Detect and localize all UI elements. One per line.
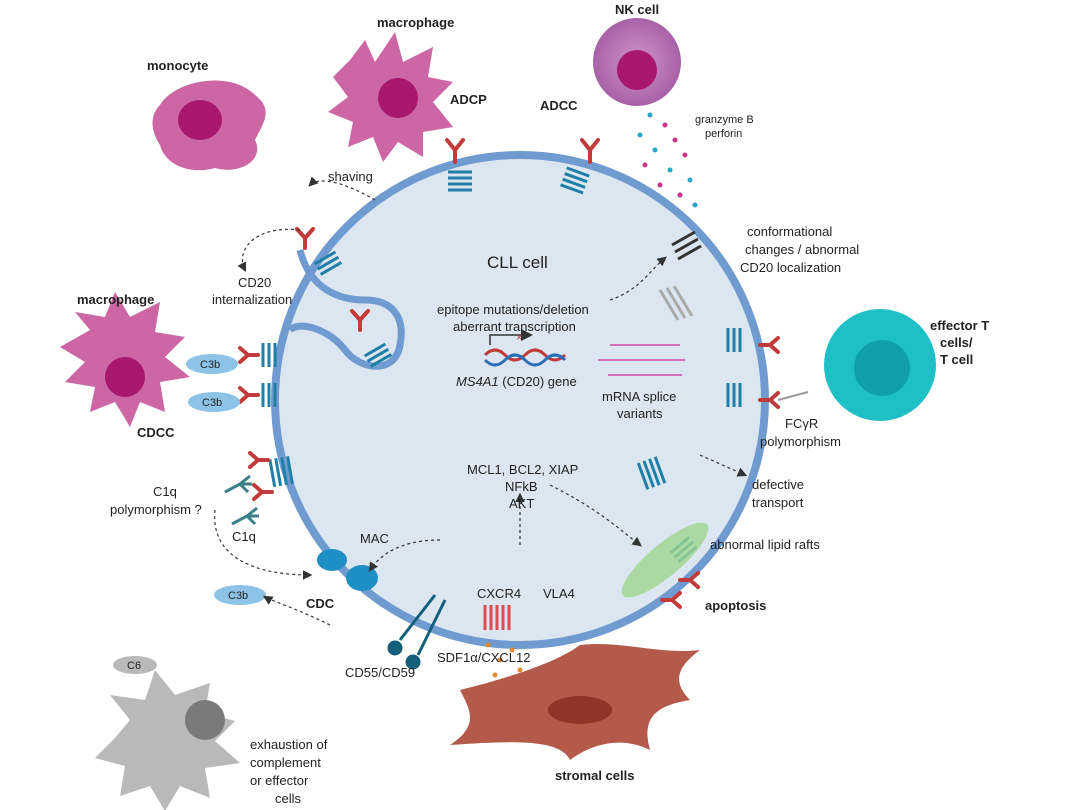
c3b-label-2: C3b — [202, 397, 222, 409]
effector-line-2: cells/ — [940, 335, 973, 350]
lipid-raft — [621, 522, 709, 598]
cd55-cd59-label: CD55/CD59 — [345, 665, 415, 680]
cd55-cd59 — [387, 594, 447, 670]
defective-line-2: transport — [752, 495, 804, 510]
c3b-blob-1 — [186, 354, 238, 374]
cxcr4-receptor — [483, 605, 511, 630]
macrophage-top-label: macrophage — [377, 15, 454, 30]
exhaustion-line-3: or effector — [250, 773, 309, 788]
c1q-poly-line-1: C1q — [153, 484, 177, 499]
survival-line-2: NFkB — [505, 479, 538, 494]
cxcr4-label: CXCR4 — [477, 586, 521, 601]
internalization-invagination — [287, 249, 405, 370]
internalization-line-2: internalization — [212, 292, 292, 307]
defective-line-1: defective — [752, 477, 804, 492]
c6-label: C6 — [127, 660, 141, 672]
conformational-line-2: changes / abnormal — [745, 242, 859, 257]
effector-line-3: T cell — [940, 352, 973, 367]
macrophage-left-label: macrophage — [77, 292, 154, 307]
internalization-line-1: CD20 — [238, 275, 271, 290]
gene-name: MS4A1 — [456, 374, 499, 389]
c3b-blob-2 — [188, 392, 240, 412]
cll-cell-title: CLL cell — [487, 253, 548, 272]
ms4a1-gene-dna: × — [483, 329, 567, 367]
mutation-line-2: aberrant transcription — [453, 319, 576, 334]
macrophage-left-nucleus — [105, 357, 145, 397]
stromal-label: stromal cells — [555, 768, 635, 783]
grey-receptors — [658, 285, 694, 321]
shaving-label: shaving — [328, 169, 373, 184]
svg-text:×: × — [516, 332, 522, 344]
exhaustion-line-4: cells — [275, 791, 302, 806]
t-cell-nucleus — [854, 340, 910, 396]
splice-line-1: mRNA splice — [602, 389, 676, 404]
nk-cell-label: NK cell — [615, 2, 659, 17]
c3b-label-1: C3b — [200, 359, 220, 371]
adcc-label: ADCC — [540, 98, 578, 113]
abnormal-cd20 — [671, 230, 702, 261]
exhausted-nucleus — [185, 700, 225, 740]
fcgr-line-2: polymorphism — [760, 434, 841, 449]
cdc-label: CDC — [306, 596, 335, 611]
conformational-line-3: CD20 localization — [740, 260, 841, 275]
mrna-splice-variants — [598, 344, 685, 376]
stromal-nucleus — [548, 696, 612, 724]
gene-label: MS4A1 (CD20) gene — [456, 374, 577, 389]
fcgr-line-1: FCγR — [785, 416, 818, 431]
granzyme-perforin-dots — [637, 112, 698, 208]
c3b-label-3: C3b — [228, 590, 248, 602]
c1q-label: C1q — [232, 529, 256, 544]
exhaustion-line-1: exhaustion of — [250, 737, 328, 752]
splice-line-2: variants — [617, 406, 663, 421]
survival-line-3: AKT — [509, 496, 534, 511]
mutation-line-1: epitope mutations/deletion — [437, 302, 589, 317]
lipid-rafts-label: abnormal lipid rafts — [710, 537, 820, 552]
mac-label: MAC — [360, 531, 389, 546]
c6-blob — [113, 656, 157, 674]
c1q-poly-line-2: polymorphism ? — [110, 502, 202, 517]
exhaustion-line-2: complement — [250, 755, 321, 770]
cdcc-label: CDCC — [137, 425, 175, 440]
pathway-arrows — [214, 176, 748, 626]
granzyme-label: granzyme B — [695, 114, 754, 126]
sdf-label: SDF1α/CXCL12 — [437, 650, 531, 665]
adcp-label: ADCP — [450, 92, 487, 107]
monocyte-nucleus — [178, 100, 222, 140]
conformational-line-1: conformational — [747, 224, 832, 239]
exhausted-effector-cell — [95, 670, 240, 810]
c1q-molecules — [224, 474, 259, 526]
perforin-label: perforin — [705, 128, 742, 140]
antibodies — [238, 138, 780, 609]
survival-line-1: MCL1, BCL2, XIAP — [467, 462, 578, 477]
fc-gamma-line — [777, 391, 809, 401]
macrophage-top-nucleus — [378, 78, 418, 118]
gene-suffix: (CD20) gene — [499, 374, 577, 389]
c3b-blob-3 — [214, 585, 266, 605]
apoptosis-label: apoptosis — [705, 598, 766, 613]
vla4-label: VLA4 — [543, 586, 575, 601]
nk-cell-nucleus — [617, 50, 657, 90]
monocyte-label: monocyte — [147, 58, 208, 73]
effector-line-1: effector T — [930, 318, 989, 333]
